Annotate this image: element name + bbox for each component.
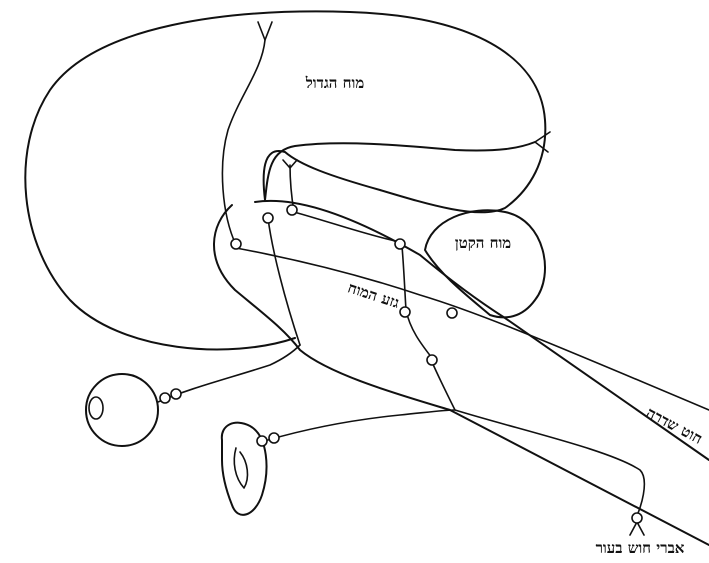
label-brainstem: גזע המוח (346, 278, 402, 312)
nerve-vertical-stem (402, 246, 432, 358)
nerve-cerebrum-descending (222, 40, 265, 245)
synapse-node (395, 239, 405, 249)
synapse-node (632, 513, 642, 523)
label-cerebellum: מוח הקטן (455, 234, 511, 252)
nerve-dendrite-small (283, 160, 297, 168)
eye-pupil (89, 397, 103, 419)
nerve-receptor-path (432, 362, 644, 515)
nerve-stem-long (236, 248, 709, 410)
nerve-cerebrum-dendrite-top (258, 22, 272, 40)
synapse-node (160, 393, 170, 403)
label-skin-receptors: אברי חוש בעור (596, 539, 685, 557)
synapse-node (263, 213, 273, 223)
synapse-node (400, 307, 410, 317)
nerve-stem-mid (268, 218, 300, 345)
synapse-node (287, 205, 297, 215)
nerve-receptor-tips (630, 522, 644, 535)
synapse-node (269, 433, 279, 443)
cerebellum-outline (425, 210, 545, 317)
synapse-node (231, 239, 241, 249)
synapse-node (257, 436, 267, 446)
nerve-cerebrum-to-stem (290, 165, 400, 242)
synapse-node (427, 355, 437, 365)
label-cerebrum: מוח הגדול (305, 74, 365, 92)
brainstem-lower-outline (214, 205, 709, 545)
ear-inner-fold (234, 448, 247, 488)
eye-outline (86, 374, 158, 446)
synapse-node (171, 389, 181, 399)
label-spinal-cord: חוט שדרה (643, 403, 705, 447)
auditory-nerve (268, 410, 455, 440)
synapse-node (447, 308, 457, 318)
cerebrum-inner-fold (265, 142, 535, 200)
